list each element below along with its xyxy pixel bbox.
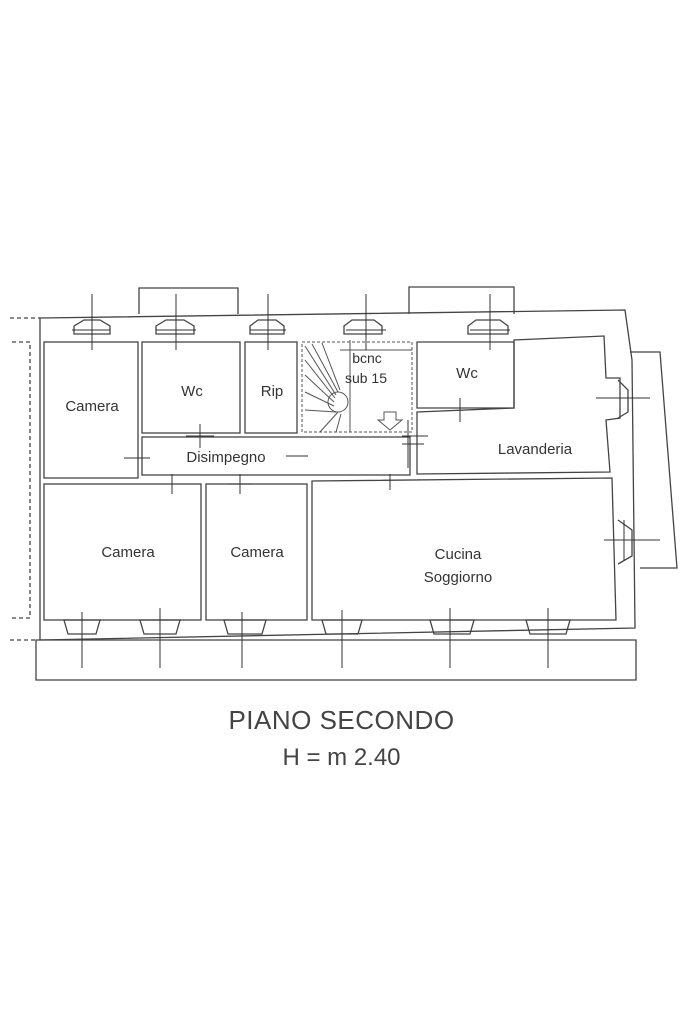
floor-title: PIANO SECONDO	[228, 705, 455, 735]
label-rip: Rip	[261, 383, 284, 400]
floor-plan: Camera Wc Rip bcnc sub 15 Wc Lavanderia …	[10, 286, 678, 681]
label-wc-2: Wc	[456, 365, 478, 382]
room-camera-1	[43, 341, 139, 479]
label-soggiorno: Soggiorno	[424, 569, 492, 586]
bottom-terrace	[35, 639, 637, 681]
top-balcony-left	[138, 287, 239, 314]
room-wc-1	[141, 341, 241, 434]
height-label: H = m 2.40	[282, 744, 401, 771]
window-marks-bottom	[63, 619, 571, 635]
label-sub: sub 15	[345, 370, 387, 386]
window-marks-top	[73, 319, 509, 335]
label-camera-1: Camera	[65, 398, 119, 415]
label-bcnc: bcnc	[352, 350, 382, 366]
label-disimpegno: Disimpegno	[186, 449, 265, 466]
room-camera-2	[43, 483, 202, 621]
label-camera-3: Camera	[230, 544, 284, 561]
room-rip	[244, 341, 298, 434]
window-mark-right-1	[617, 379, 629, 419]
label-camera-2: Camera	[101, 544, 155, 561]
room-cucina-soggiorno	[311, 477, 617, 621]
staircase	[301, 340, 413, 433]
left-dashed-boundary	[12, 341, 31, 619]
top-balcony-right	[408, 286, 515, 314]
right-balcony	[630, 351, 678, 569]
down-arrow-icon	[376, 411, 404, 431]
reference-crosses	[72, 294, 660, 668]
window-mark-right-2	[617, 519, 633, 565]
outer-wall	[39, 309, 636, 641]
room-lavanderia	[416, 335, 621, 475]
room-disimpegno	[141, 436, 411, 476]
label-wc-1: Wc	[181, 383, 203, 400]
label-lavanderia: Lavanderia	[498, 441, 573, 458]
label-cucina: Cucina	[435, 546, 482, 563]
